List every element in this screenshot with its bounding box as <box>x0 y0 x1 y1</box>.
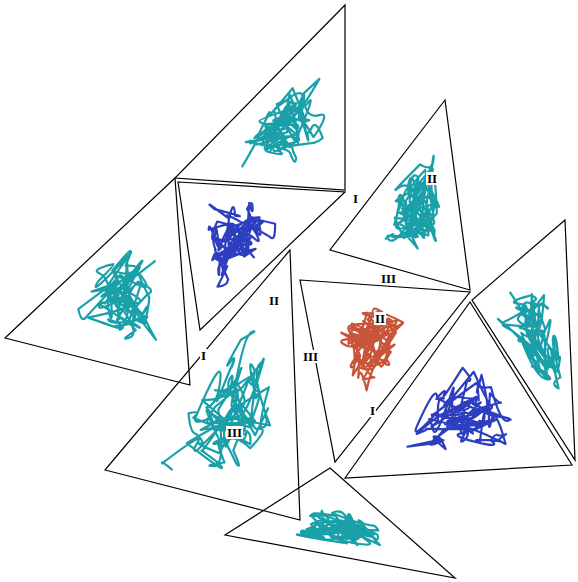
protein-chain <box>209 203 275 287</box>
subunit-label: III <box>380 272 397 285</box>
triangle-face <box>5 178 190 385</box>
subunit-label: III <box>226 426 243 439</box>
subunit-label: II <box>374 312 386 325</box>
triangle-face <box>330 100 470 290</box>
triangle-face <box>178 182 345 330</box>
protein-chain <box>162 331 270 470</box>
subunit-label: III <box>302 350 319 363</box>
protein-chain <box>407 368 511 449</box>
subunit-label: II <box>426 172 438 185</box>
protein-chain <box>341 309 403 391</box>
protein-chain <box>78 251 156 340</box>
protein-chain <box>242 79 324 167</box>
subunit-label: I <box>352 192 359 205</box>
protein-chain <box>498 292 560 389</box>
triangle-face <box>300 280 470 462</box>
protein-chain <box>297 511 380 545</box>
triangle-face <box>175 5 345 190</box>
triangle-face <box>225 468 455 578</box>
triangle-face <box>472 220 575 460</box>
subunit-label: II <box>268 294 280 307</box>
subunit-label: I <box>200 349 207 362</box>
subunit-label: I <box>369 404 376 417</box>
triangle-face <box>105 250 300 520</box>
protein-chain <box>385 156 439 249</box>
triangle-face <box>345 302 572 478</box>
